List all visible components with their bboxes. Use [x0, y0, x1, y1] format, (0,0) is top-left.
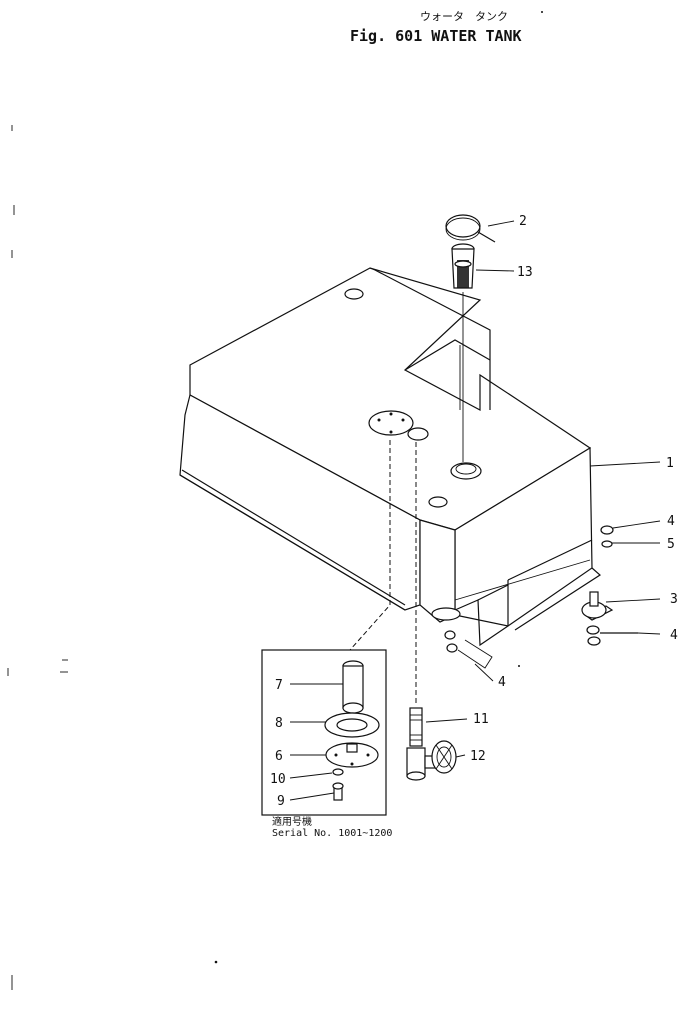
callout-4-upper: 4: [667, 514, 675, 529]
callout-2: 2: [519, 214, 527, 229]
callout-6: 6: [275, 749, 283, 764]
callout-10: 10: [270, 772, 286, 787]
callout-8: 8: [275, 716, 283, 731]
drain-valve: [406, 740, 457, 781]
callout-11: 11: [473, 712, 489, 727]
scan-marks: [7, 11, 543, 990]
serial-kanji: 適用号機: [272, 815, 312, 828]
inset-leader: [349, 440, 391, 651]
kana-title: ウォータ タンク: [420, 10, 508, 23]
pipe-nipple: [409, 707, 423, 747]
callout-9: 9: [277, 794, 285, 809]
filler-strainer: [451, 243, 475, 289]
water-tank-body: [179, 267, 601, 647]
callout-5: 5: [667, 537, 675, 552]
callout-12: 12: [470, 749, 486, 764]
callout-7: 7: [275, 678, 283, 693]
serial-number: Serial No. 1001~1200: [272, 828, 392, 839]
tank-cap: [445, 214, 496, 243]
callout-4-right: 4: [670, 628, 678, 643]
mount-parts-right: [581, 525, 638, 646]
figure-title: Fig. 601 WATER TANK: [350, 27, 522, 45]
callout-4-lower: 4: [498, 675, 506, 690]
callout-leaders: [425, 220, 661, 758]
callout-13: 13: [517, 265, 533, 280]
callout-3: 3: [670, 592, 678, 607]
callout-1: 1: [666, 456, 674, 471]
inset-box: [261, 649, 387, 816]
mount-parts-lower: [444, 630, 493, 669]
